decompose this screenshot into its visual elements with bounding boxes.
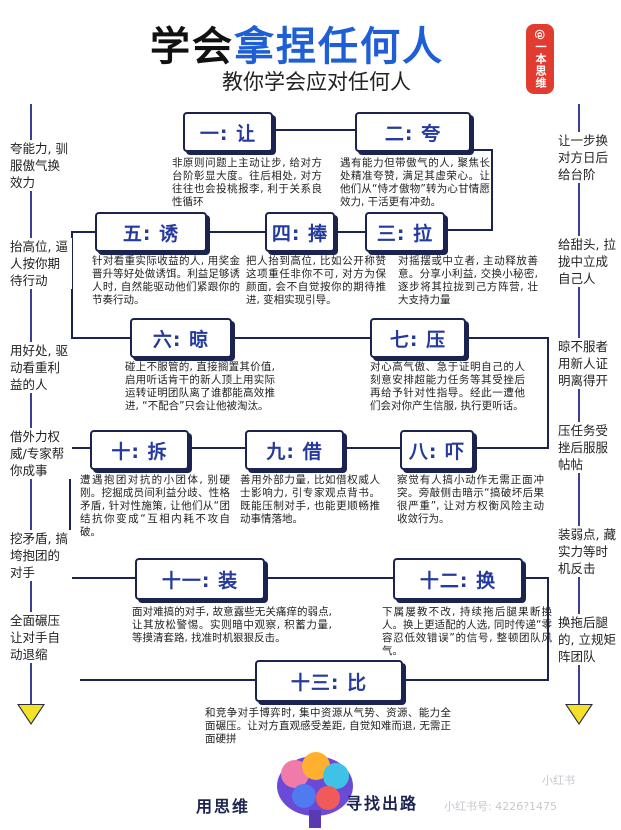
footer-slogan-left: 用思维 xyxy=(196,797,251,816)
step-box-7: 七: 压 xyxy=(370,318,466,358)
step-box-2: 二: 夸 xyxy=(355,112,471,152)
footer-slogan-right: 寻找出路 xyxy=(346,794,419,813)
left-note: 抬高位, 逼人按你期待行动 xyxy=(10,238,72,289)
step-desc-11: 面对难搞的对手, 故意露些无关痛痒的弱点, 让其放松警惕。实则暗中观察, 积蓄力… xyxy=(132,606,332,644)
step-box-9: 九: 借 xyxy=(245,430,344,470)
brain-illustration xyxy=(277,752,353,828)
step-box-5: 五: 诱 xyxy=(95,212,207,252)
brand-stamp: @一本思维 xyxy=(526,24,554,94)
left-note: 夸能力, 驯服傲气换效力 xyxy=(10,140,72,191)
right-note: 让一步换对方日后给台阶 xyxy=(558,132,618,183)
right-rail xyxy=(578,104,580,704)
watermark-badge: 小红书 xyxy=(542,774,575,787)
step-desc-10: 遭遇抱团对抗的小团体, 别硬刚。挖掘成员间利益分歧、性格矛盾, 针对性施策, 让… xyxy=(80,474,230,538)
step-box-6: 六: 晾 xyxy=(130,318,232,358)
watermark-id: 小红书号: 4226?1475 xyxy=(444,800,558,813)
left-note: 用好处, 驱动看重利益的人 xyxy=(10,342,72,393)
right-note: 晾不服者用新人证明离得开 xyxy=(558,338,618,389)
step-box-12: 十二: 换 xyxy=(393,558,523,600)
right-note: 给甜头, 拉拢中立成自己人 xyxy=(558,236,618,287)
left-note: 挖矛盾, 搞垮抱团的对手 xyxy=(10,530,72,581)
left-note: 借外力权威/专家帮你成事 xyxy=(10,428,72,479)
step-desc-3: 对摇摆或中立者, 主动释放善意。分享小利益, 交换小秘密, 逐步将其拉拢到己方阵… xyxy=(398,255,538,306)
step-box-3: 三: 拉 xyxy=(365,212,445,252)
page-title: 学会拿捏任何人 xyxy=(150,24,444,70)
step-box-8: 八: 吓 xyxy=(400,430,474,470)
step-desc-9: 善用外部力量, 比如借权威人士影响力, 引专家观点背书。既能压制对手, 也能更顺… xyxy=(240,474,380,525)
step-box-10: 十: 拆 xyxy=(90,430,189,470)
right-arrow-icon xyxy=(567,705,591,723)
right-note: 换拖后腿的, 立规矩阵团队 xyxy=(558,614,618,665)
step-desc-6: 碰上不服管的, 直接搁置其价值, 启用听话肯干的新人顶上用实际运转证明团队离了谁… xyxy=(125,361,275,412)
step-desc-1: 非原则问题上主动让步, 给对方台阶彰显大度。往后相处, 对方往往也会投桃报李, … xyxy=(172,157,322,208)
left-rail xyxy=(30,104,32,704)
right-note: 压任务受挫后服服帖帖 xyxy=(558,422,618,473)
step-desc-5: 针对看重实际收益的人, 用奖金晋升等好处做诱饵。利益足够诱人时, 自然能驱动他们… xyxy=(92,255,240,306)
step-desc-13: 和竞争对手博弈时, 集中资源从气势、资源、能力全面碾压。让对方直观感受差距, 自… xyxy=(205,707,451,745)
step-desc-2: 遇有能力但带傲气的人, 聚焦长处精准夸赞, 满足其虚荣心。让他们从“恃才傲物”转… xyxy=(340,157,490,208)
step-desc-4: 把人抬到高位, 比如公开称赞这项重任非你不可, 对方为保颜面, 会不自觉按你的期… xyxy=(246,255,386,306)
step-box-11: 十一: 装 xyxy=(135,558,265,600)
step-desc-12: 下属屡教不改, 持续拖后腿果断换人。换上更适配的人选, 同时传递“零容忍低效错误… xyxy=(382,606,552,657)
right-note: 装弱点, 藏实力等时机反击 xyxy=(558,526,618,577)
left-arrow-icon xyxy=(19,705,43,723)
left-note: 全面碾压让对手自动退缩 xyxy=(10,612,72,663)
page-subtitle: 教你学会应对任何人 xyxy=(222,70,411,94)
step-box-1: 一: 让 xyxy=(183,112,273,152)
step-desc-7: 对心高气傲、急于证明自己的人刻意安排超能力任务等其受挫后再给予针对性指导。经此一… xyxy=(370,361,525,412)
step-desc-8: 察觉有人搞小动作无需正面冲突。旁敲侧击暗示“搞破坏后果很严重”, 让对方权衡风险… xyxy=(397,474,544,525)
step-box-4: 四: 捧 xyxy=(265,212,335,252)
step-box-13: 十三: 比 xyxy=(255,660,403,702)
